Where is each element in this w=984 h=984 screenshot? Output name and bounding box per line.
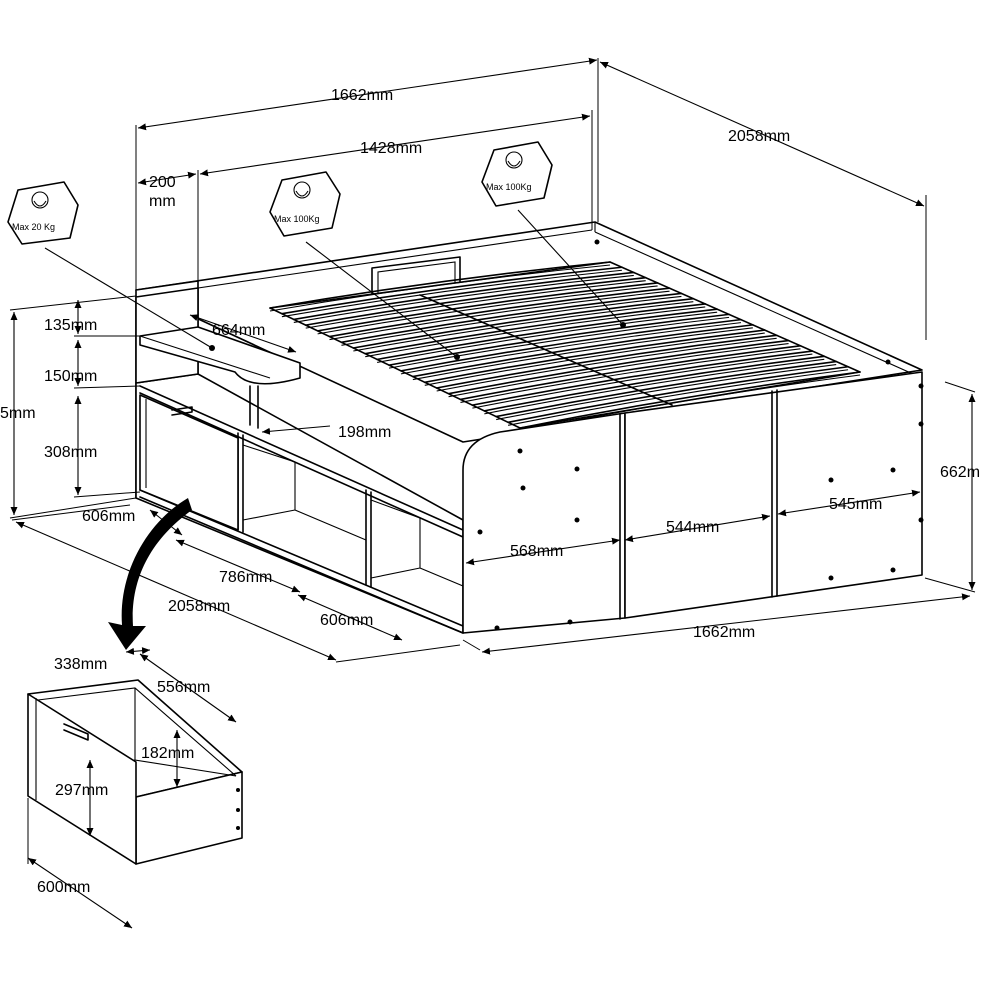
badge-label: Max 20 Kg <box>12 222 55 232</box>
dim-length-right: 2058mm <box>728 128 790 145</box>
slat-edge <box>436 337 777 392</box>
slat-edge <box>507 369 849 426</box>
drawer-detail: 338mm 556mm 182mm 297mm 600mm <box>27 647 243 929</box>
dim-cubby-height: 308mm <box>44 444 97 461</box>
slat <box>519 371 861 429</box>
slat <box>435 334 778 389</box>
dim-shelf-depth: 664mm <box>212 322 265 339</box>
dim-drawer-depth: 556mm <box>157 679 210 696</box>
slat <box>400 318 742 372</box>
drawer-handle-slot <box>171 406 193 416</box>
slat <box>328 287 671 338</box>
dim-drawer-depth-left: 606mm <box>82 508 135 525</box>
slat-edge <box>460 348 801 403</box>
badge-label: Max 100Kg <box>486 182 532 192</box>
slat-edge <box>365 306 706 358</box>
dim-shelf-gap-mid: 150mm <box>44 368 97 385</box>
slat-edge <box>484 358 825 415</box>
floating-shelf <box>139 326 301 385</box>
dim-door-right: 545mm <box>829 496 882 513</box>
slat <box>376 308 718 361</box>
slat-edge <box>341 295 682 346</box>
slat <box>447 339 790 395</box>
slat-center-rail <box>419 294 673 406</box>
drawer-front-face <box>27 693 137 865</box>
slat-edge <box>496 363 837 421</box>
drawer-callout-arrow <box>108 498 192 650</box>
dim-cubby-width: 786mm <box>219 569 272 586</box>
dim-shelf-gap-top: 135mm <box>44 317 97 334</box>
dim-right-height: 662m <box>940 464 980 481</box>
dim-drawer-height: 297mm <box>55 782 108 799</box>
dim-headboard: 200 <box>149 174 176 191</box>
dim-drawer-width: 600mm <box>37 879 90 896</box>
bed-end-panel <box>462 412 626 634</box>
load-badge-slat-left: Max 100Kg <box>269 171 458 358</box>
slat <box>364 303 707 355</box>
slat-edge <box>424 332 765 386</box>
dim-end-panel: 568mm <box>510 543 563 560</box>
slat <box>459 345 802 401</box>
dim-width-bottom: 1662mm <box>693 624 755 641</box>
slat <box>423 329 766 384</box>
load-badges: Max 20 Kg Max 100Kg Max 100Kg <box>7 141 624 358</box>
slat <box>388 313 730 366</box>
dim-drawer-front-offset: 338mm <box>54 656 107 673</box>
dim-inner-width: 1428mm <box>360 140 422 157</box>
slat-edge <box>353 301 694 352</box>
load-badge-shelf: Max 20 Kg <box>7 181 213 349</box>
slat <box>495 360 837 418</box>
slat <box>304 276 647 326</box>
dim-cubby-right: 606mm <box>320 612 373 629</box>
slat-edge <box>472 353 813 409</box>
slat-edge <box>329 290 670 341</box>
slat-edge <box>293 274 634 323</box>
dim-width-top: 1662mm <box>331 87 393 104</box>
slat-edge <box>377 311 718 363</box>
dimension-lines <box>9 57 976 663</box>
bed-drawing <box>135 221 924 634</box>
slat <box>352 297 695 349</box>
bed-right-side <box>624 371 923 619</box>
slat <box>340 292 683 344</box>
slat-edge <box>412 327 753 381</box>
slat <box>471 350 814 406</box>
slat <box>507 365 849 424</box>
slat-edge <box>388 316 730 369</box>
slat <box>483 355 826 412</box>
slat <box>293 271 635 321</box>
slat <box>412 324 754 378</box>
slat-edge <box>305 280 646 329</box>
dim-door-mid: 544mm <box>666 519 719 536</box>
slat-edge <box>317 285 658 335</box>
slat <box>281 266 623 315</box>
bed-lift-handle <box>371 256 461 299</box>
slat-edge <box>448 343 789 398</box>
dim-left-height: 5mm <box>0 405 36 422</box>
bed-slats <box>269 261 861 432</box>
slat-edge <box>400 322 742 375</box>
drawer-detail-handle <box>63 723 89 741</box>
dimension-labels: 1662mm 1428mm 2058mm 200 mm 664mm 135mm … <box>0 87 980 641</box>
slat-edge <box>269 264 611 312</box>
slat <box>316 282 659 332</box>
dim-shelf-post: 198mm <box>338 424 391 441</box>
dim-drawer-inner-height: 182mm <box>141 745 194 762</box>
badge-label: Max 100Kg <box>274 214 320 224</box>
dim-length-bottom: 2058mm <box>168 598 230 615</box>
slat <box>269 261 611 309</box>
dim-headboard-unit: mm <box>149 193 176 210</box>
